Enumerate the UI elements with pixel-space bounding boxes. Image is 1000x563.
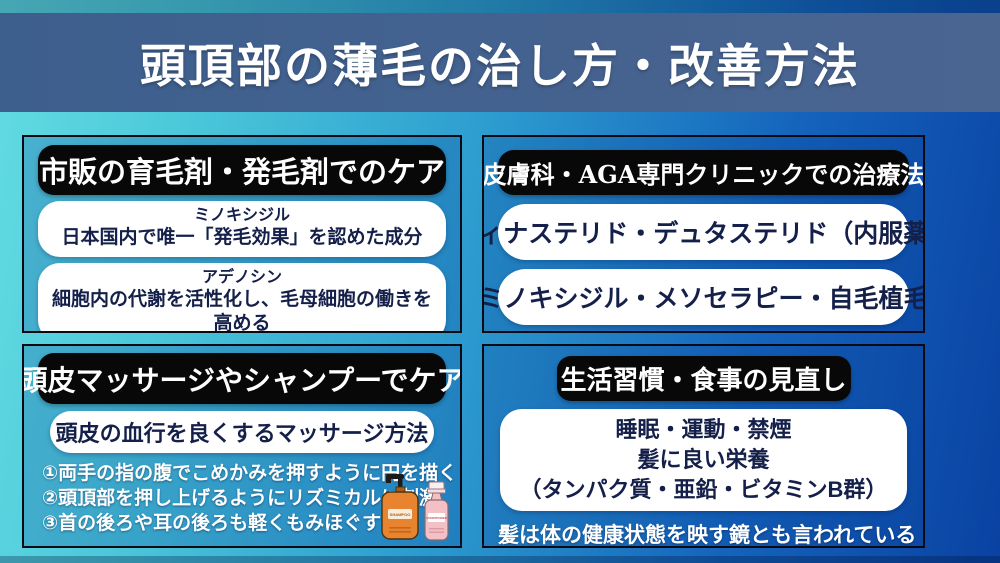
otc-card-desc: 日本国内で唯一「発毛効果」を認めた成分 bbox=[61, 227, 423, 248]
shampoo-conditioner-bottles-icon: SHAMPOO CONDITIONER bbox=[381, 474, 449, 541]
panel-lifestyle-header: 生活習慣・食事の見直し bbox=[556, 356, 851, 401]
otc-card-desc: 細胞内の代謝を活性化し、毛母細胞の働きを高める bbox=[51, 288, 432, 333]
panel-clinic-header: 皮膚科・AGA専門クリニックでの治療法 bbox=[484, 150, 923, 195]
shampoo-bottle-icon: SHAMPOO bbox=[381, 474, 419, 540]
massage-step-list: ①両手の指の腹でこめかみを押すように円を描く ②頭頂部を押し上げるようにリズミカ… bbox=[42, 461, 458, 536]
top-edge-shade bbox=[0, 0, 1000, 13]
massage-step-3: ③首の後ろや耳の後ろも軽くもみほぐす bbox=[42, 513, 382, 535]
lifestyle-advice-box: 睡眠・運動・禁煙 髪に良い栄養 （タンパク質・亜鉛・ビタミンB群） bbox=[500, 409, 907, 511]
title-banner: 頭頂部の薄毛の治し方・改善方法 bbox=[0, 13, 1000, 112]
panel-lifestyle: 生活習慣・食事の見直し 睡眠・運動・禁煙 髪に良い栄養 （タンパク質・亜鉛・ビタ… bbox=[482, 344, 925, 548]
panel-scalp-massage: 頭皮マッサージやシャンプーでケア 頭皮の血行を良くするマッサージ方法 ①両手の指… bbox=[22, 344, 462, 548]
bottom-edge-shade bbox=[0, 556, 1000, 563]
lifestyle-line-1: 睡眠・運動・禁煙 bbox=[615, 417, 792, 442]
massage-step-2: ②頭頂部を押し上げるようにリズミカルに刺激 bbox=[42, 488, 439, 510]
panel-clinic-treatments: 皮膚科・AGA専門クリニックでの治療法 フィナステリド・デュタステリド（内服薬）… bbox=[482, 135, 925, 333]
lifestyle-line-2: 髪に良い栄養 bbox=[637, 446, 770, 472]
otc-card-name: ミノキシジル bbox=[193, 207, 290, 224]
panel-otc-header: 市販の育毛剤・発毛剤でのケア bbox=[38, 145, 446, 195]
massage-step-1: ①両手の指の腹でこめかみを押すように円を描く bbox=[42, 463, 458, 484]
massage-method-label: 頭皮の血行を良くするマッサージ方法 bbox=[50, 411, 434, 453]
panel-massage-header: 頭皮マッサージやシャンプーでケア bbox=[24, 353, 460, 404]
otc-card-minoxidil: ミノキシジル 日本国内で唯一「発毛効果」を認めた成分 bbox=[38, 201, 446, 257]
panel-grid: 市販の育毛剤・発毛剤でのケア ミノキシジル 日本国内で唯一「発毛効果」を認めた成… bbox=[22, 135, 925, 548]
conditioner-label: CONDITIONER bbox=[426, 516, 448, 520]
lifestyle-note: 髪は体の健康状態を映す鏡とも言われている bbox=[498, 523, 917, 547]
page-title: 頭頂部の薄毛の治し方・改善方法 bbox=[140, 38, 860, 93]
shampoo-label: SHAMPOO bbox=[390, 512, 411, 517]
clinic-card-procedures: ミノキシジル・メソセラピー・自毛植毛 bbox=[484, 269, 923, 325]
otc-card-name: アデノシン bbox=[201, 268, 282, 286]
panel-otc-products: 市販の育毛剤・発毛剤でのケア ミノキシジル 日本国内で唯一「発毛効果」を認めた成… bbox=[22, 135, 462, 333]
lifestyle-line-3: （タンパク質・亜鉛・ビタミンB群） bbox=[519, 476, 888, 502]
conditioner-bottle-icon: CONDITIONER bbox=[424, 481, 449, 541]
otc-card-adenosine: アデノシン 細胞内の代謝を活性化し、毛母細胞の働きを高める bbox=[38, 262, 446, 333]
clinic-card-oral-drugs: フィナステリド・デュタステリド（内服薬） bbox=[484, 204, 923, 260]
